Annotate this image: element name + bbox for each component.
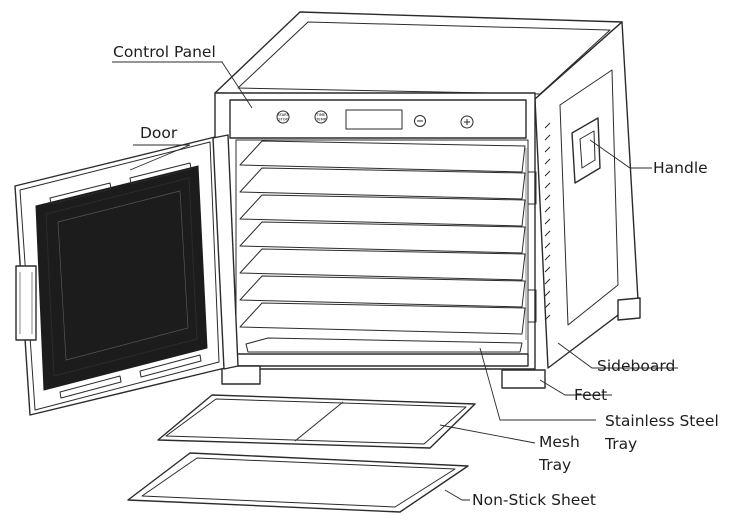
label-non-stick-sheet: Non-Stick Sheet <box>472 491 596 509</box>
stainless-steel-tray <box>245 337 523 353</box>
label-stainless-steel-tray-line2: Tray <box>604 435 637 453</box>
label-sideboard: Sideboard <box>597 357 675 375</box>
control-panel <box>229 99 527 139</box>
leader-handle <box>589 139 652 169</box>
foot-front-right <box>501 369 546 389</box>
leader-non-stick-sheet <box>444 489 470 501</box>
label-mesh-tray-line2: Tray <box>538 456 571 474</box>
minus-button[interactable] <box>414 115 426 127</box>
tray-in-cabinet <box>239 194 526 227</box>
plus-button[interactable] <box>460 115 474 129</box>
control-panel-controls: START STOP TIME TEMP <box>276 109 474 130</box>
handle[interactable] <box>571 117 601 184</box>
leader-stainless-steel-tray <box>479 347 596 421</box>
leader-lines <box>112 61 678 501</box>
tray-in-cabinet <box>239 275 526 308</box>
label-handle: Handle <box>653 159 708 177</box>
leader-control-panel <box>112 61 253 109</box>
trays-in-cabinet <box>239 140 537 340</box>
leader-door <box>129 144 191 171</box>
time-temp-label-1: TIME <box>316 113 326 117</box>
start-stop-button[interactable]: START STOP <box>276 110 290 124</box>
foot-front-left <box>221 365 261 385</box>
time-temp-label-2: TEMP <box>315 118 327 122</box>
start-stop-label-2: STOP <box>278 118 288 122</box>
foot-back-right <box>617 297 641 321</box>
dehydrator-body <box>214 11 641 389</box>
tray-in-cabinet <box>239 140 526 173</box>
door[interactable] <box>14 134 239 416</box>
label-stainless-steel-tray-line1: Stainless Steel <box>605 412 719 430</box>
tray-in-cabinet <box>239 221 526 254</box>
label-mesh-tray-line1: Mesh <box>539 433 580 451</box>
leader-feet <box>539 379 612 396</box>
label-door: Door <box>140 124 178 142</box>
door-latch[interactable] <box>15 265 37 341</box>
tray-in-cabinet <box>239 167 526 200</box>
leader-sideboard <box>557 342 678 369</box>
leader-mesh-tray <box>439 424 536 444</box>
non-stick-sheet <box>127 452 469 513</box>
start-stop-label-1: START <box>277 113 289 117</box>
tray-in-cabinet <box>239 248 526 281</box>
time-temp-button[interactable]: TIME TEMP <box>314 110 328 124</box>
display-screen <box>345 109 403 130</box>
label-control-panel: Control Panel <box>113 43 216 61</box>
part-labels: Control Panel Door Handle Sideboard Feet… <box>113 43 719 509</box>
tray-in-cabinet <box>239 302 526 335</box>
sideboard <box>544 69 619 326</box>
mesh-tray <box>157 394 476 449</box>
label-feet: Feet <box>574 386 607 404</box>
